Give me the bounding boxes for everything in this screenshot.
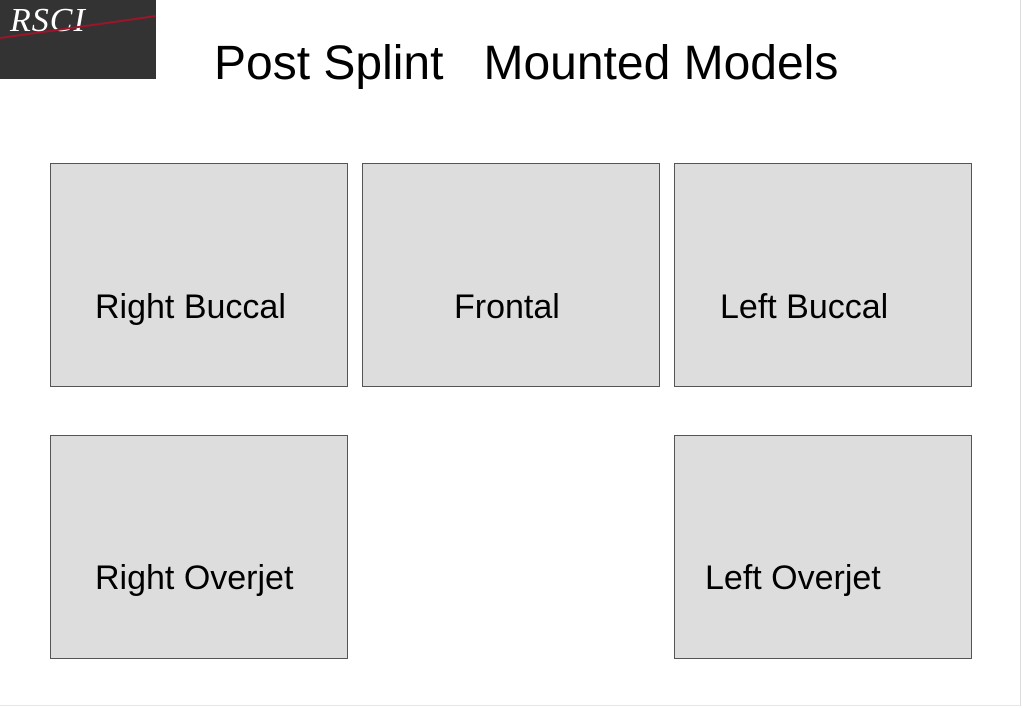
panel-right-buccal: Right Buccal [50, 163, 348, 387]
panel-label-left-buccal: Left Buccal [720, 288, 889, 326]
slide-title: Post Splint Mounted Models [214, 37, 839, 90]
logo-strike-line [0, 15, 156, 39]
panel-frontal: Frontal [362, 163, 660, 387]
panel-label-right-buccal: Right Buccal [95, 288, 286, 326]
rsci-logo: RSCI [0, 0, 156, 79]
panel-left-buccal: Left Buccal [674, 163, 972, 387]
panel-left-overjet: Left Overjet [674, 435, 972, 659]
panel-right-overjet: Right Overjet [50, 435, 348, 659]
logo-text: RSCI [10, 2, 86, 39]
panel-label-left-overjet: Left Overjet [705, 559, 881, 597]
panel-label-frontal: Frontal [454, 288, 560, 326]
panel-label-right-overjet: Right Overjet [95, 559, 294, 597]
